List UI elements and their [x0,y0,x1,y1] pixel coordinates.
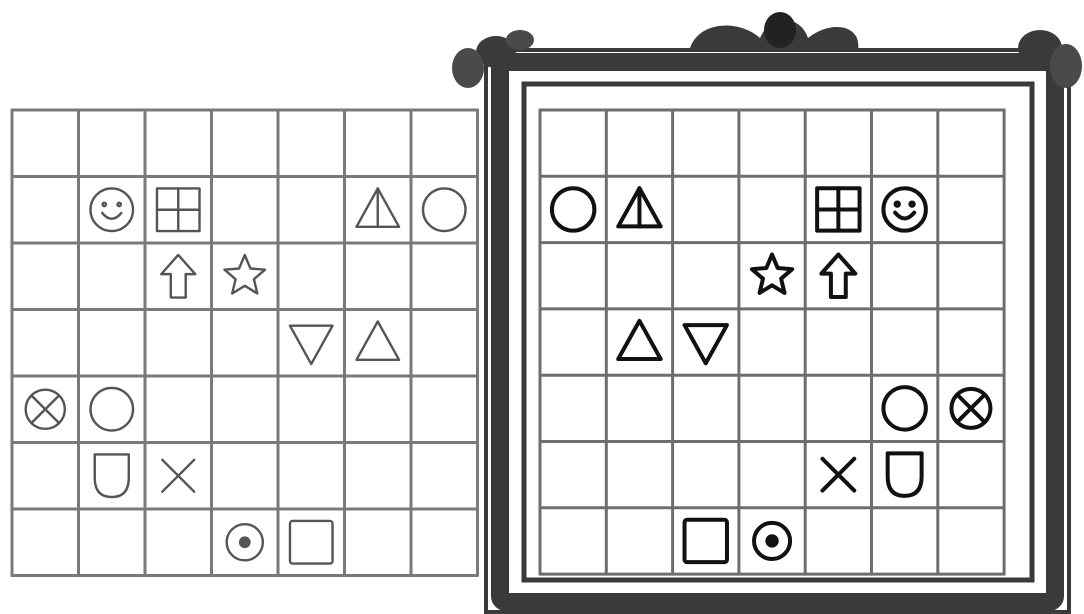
circle-icon [90,388,133,431]
grid-cell[interactable] [423,188,466,231]
grid-cell[interactable] [685,325,727,363]
grid-cell[interactable] [227,524,263,560]
up-arrow-icon [821,255,855,297]
circle-icon [552,188,594,230]
dotted-circle-icon [227,524,263,560]
split-triangle-icon [356,188,399,226]
frame-ornament-top [690,12,858,50]
grid-cell[interactable] [162,460,194,492]
grid-cell[interactable] [822,459,854,491]
star-icon [225,255,266,294]
grid-cell[interactable] [90,188,133,231]
grid-cell[interactable] [888,453,922,495]
grid-cell[interactable] [356,321,399,359]
grid-cell[interactable] [157,188,200,231]
grid-cell[interactable] [618,321,660,359]
circle-icon [883,387,925,429]
down-triangle-icon [685,325,727,363]
grid-cell[interactable] [161,255,195,298]
grid-cell[interactable] [90,388,133,431]
grid-cell[interactable] [95,454,129,497]
grid-cell[interactable] [883,188,925,230]
grid-cell[interactable] [290,521,333,564]
right-grid [540,110,1004,574]
shield-icon [95,454,129,497]
crossed-circle-icon [951,389,990,428]
window-icon [817,188,859,230]
smiley-icon [883,188,925,230]
cross-icon [162,460,194,492]
grid-cell[interactable] [817,188,859,230]
smiley-icon [90,188,133,231]
grid-cell[interactable] [951,389,990,428]
grid-cell[interactable] [26,390,65,429]
grid-cell[interactable] [883,387,925,429]
up-triangle-icon [356,321,399,359]
down-triangle-icon [290,326,333,364]
window-icon [157,188,200,231]
grid-cell[interactable] [618,188,660,226]
grid-cell[interactable] [356,188,399,226]
left-grid [12,110,478,576]
square-icon [685,520,727,562]
split-triangle-icon [618,188,660,226]
cross-icon [822,459,854,491]
grid-cell[interactable] [754,523,790,559]
grid-cell[interactable] [290,326,333,364]
shield-icon [888,453,922,495]
crossed-circle-icon [26,390,65,429]
grid-cell[interactable] [821,255,855,297]
up-triangle-icon [618,321,660,359]
grid-cell[interactable] [225,255,266,294]
grid-cell[interactable] [552,188,594,230]
star-icon [752,255,792,293]
up-arrow-icon [161,255,195,298]
circle-icon [423,188,466,231]
square-icon [290,521,333,564]
grid-cell[interactable] [752,255,792,293]
grid-cell[interactable] [685,520,727,562]
dotted-circle-icon [754,523,790,559]
